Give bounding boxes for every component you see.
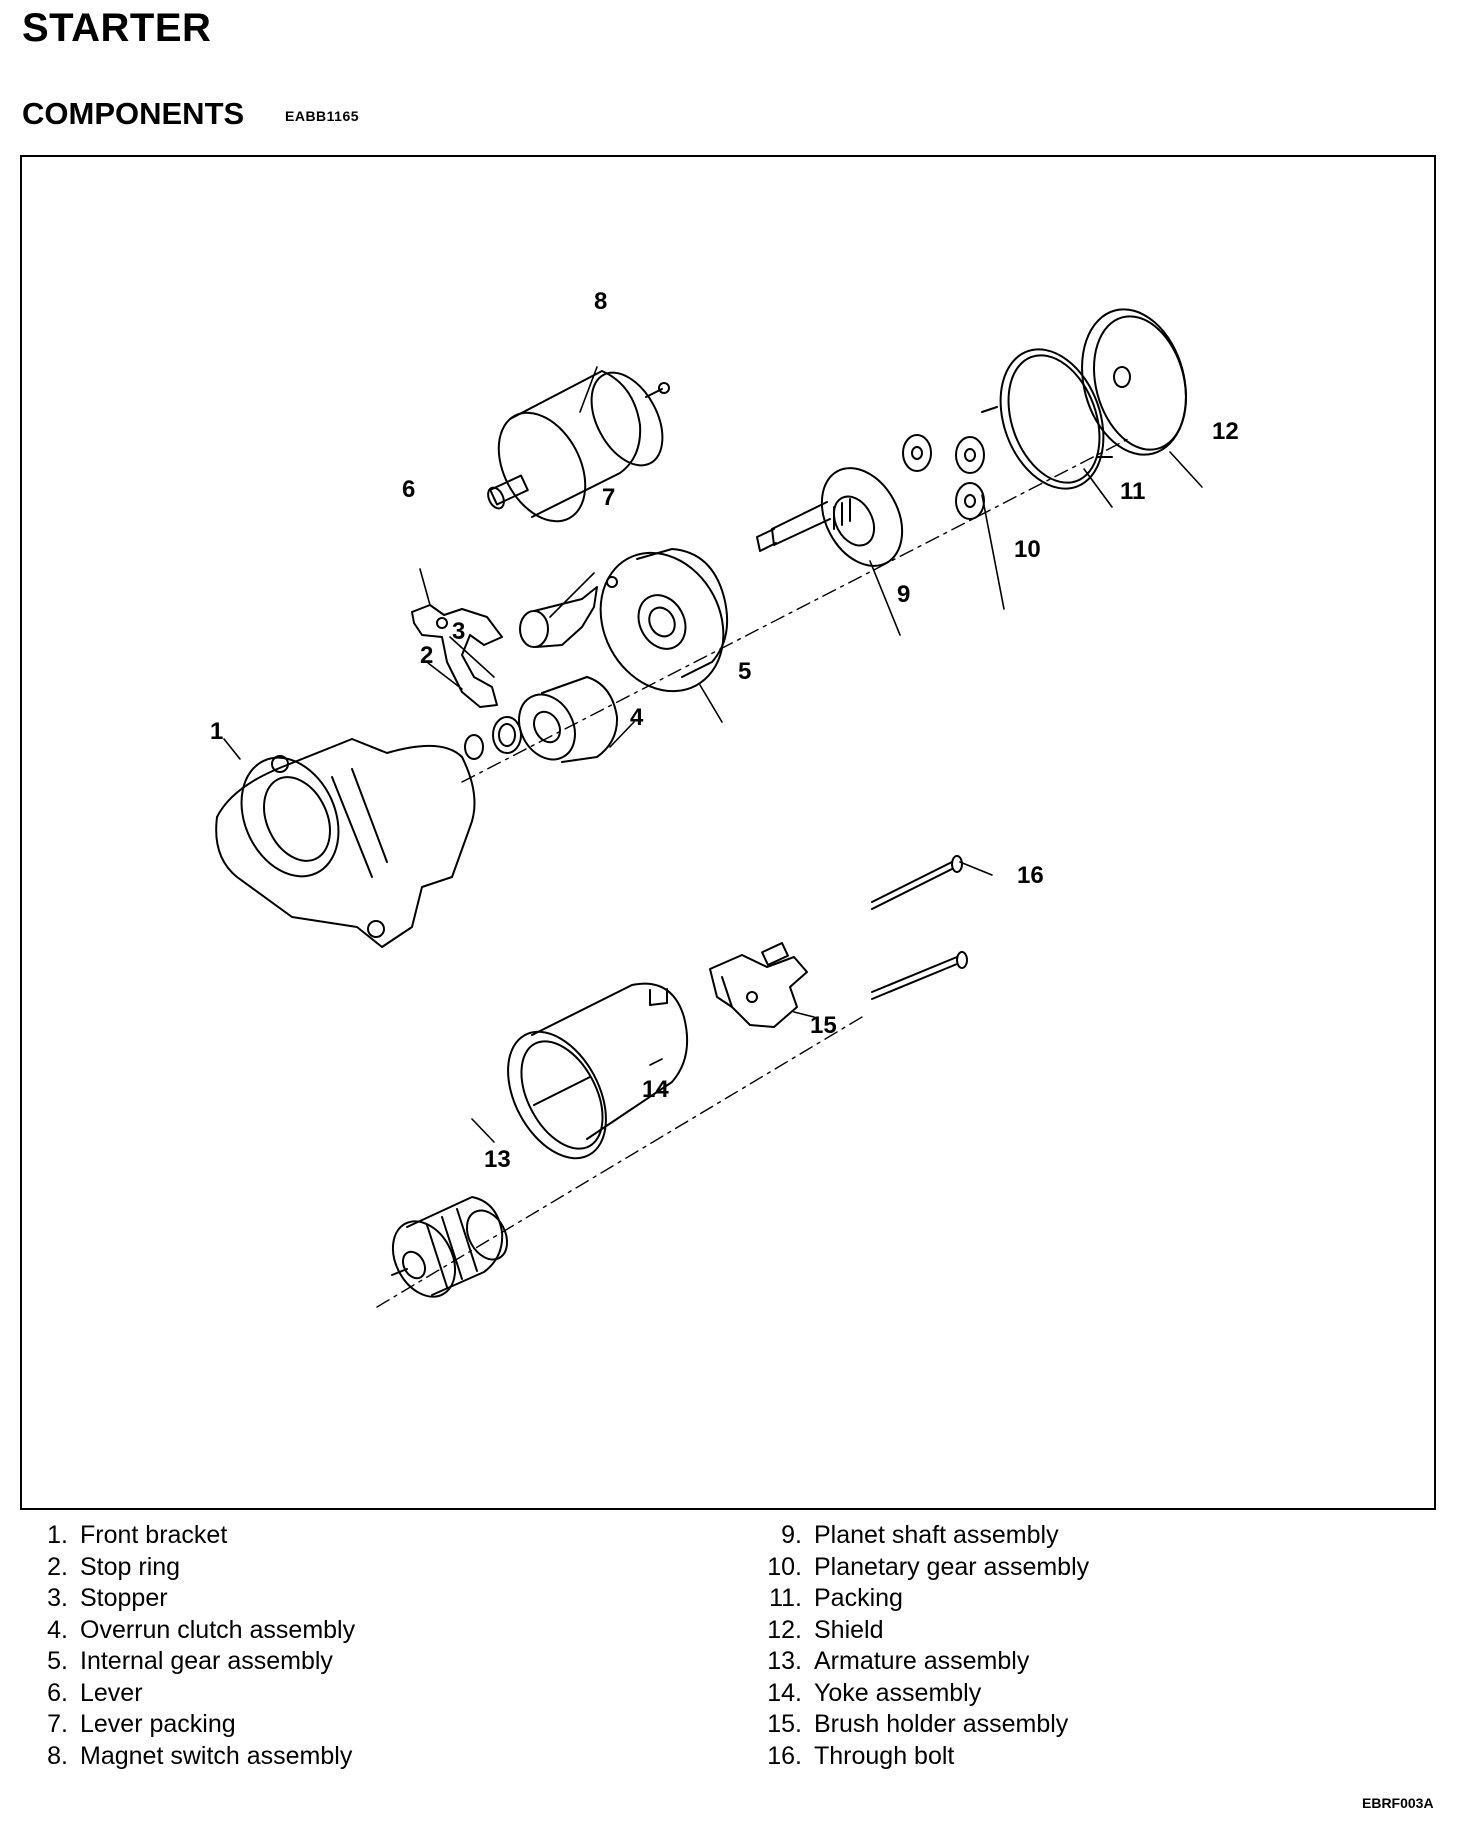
callout-12: 12 [1212,418,1239,445]
assembly-axis-lower [376,1016,863,1308]
legend-item: 9.Planet shaft assembly [781,1521,1059,1549]
callout-1: 1 [210,718,223,745]
parts-legend-left: 1.Front bracket 2.Stop ring 3.Stopper 4.… [20,1520,355,1772]
legend-item: 7.Lever packing [47,1710,236,1738]
legend-item: 4.Overrun clutch assembly [47,1615,356,1644]
callout-8: 8 [594,288,607,315]
front-bracket-part [215,738,476,948]
parts-legend-right: 9.Planet shaft assembly 10.Planetary gea… [738,1520,1089,1772]
legend-item: 6.Lever [47,1678,143,1707]
packing-part [981,348,1113,490]
stopper-part [492,716,522,754]
lever-packing-part [519,586,598,648]
legend-item: 1.Front bracket [47,1521,228,1549]
yoke-part [507,982,689,1160]
shield-part [1081,308,1188,456]
magnet-switch-part [487,370,670,523]
section-heading: COMPONENTS [22,96,245,131]
legend-item: 10.Planetary gear assembly [767,1552,1090,1581]
legend-item: 15.Brush holder assembly [767,1710,1069,1738]
stop-ring-part [464,734,484,760]
through-bolts-part [871,855,968,1000]
assembly-axis-upper [461,436,1133,783]
legend-item: 14.Yoke assembly [767,1678,982,1707]
callout-labels: 8 6 7 9 10 11 12 5 3 2 4 1 16 15 14 13 [210,288,1239,1173]
callout-5: 5 [738,658,751,685]
figure-code: EBRF003A [1362,1795,1434,1811]
callout-10: 10 [1014,536,1041,563]
legend-item: 5.Internal gear assembly [47,1647,333,1675]
section-code: EABB1165 [285,108,360,124]
callout-3: 3 [452,618,465,645]
legend-item: 13.Armature assembly [767,1647,1030,1675]
callout-16: 16 [1017,862,1044,889]
exploded-view-diagram: 8 6 7 9 10 11 12 5 3 2 4 1 16 15 14 13 [20,155,1436,1510]
callout-4: 4 [630,704,644,731]
page-title: STARTER [22,6,212,50]
brush-holder-part [709,942,808,1028]
planetary-gears-part [902,434,985,520]
legend-item: 11.Packing [769,1584,903,1612]
overrun-clutch-part [518,676,619,763]
legend-item: 8.Magnet switch assembly [47,1741,353,1770]
callout-9: 9 [897,581,910,608]
planet-shaft-part [756,467,904,567]
legend-item: 2.Stop ring [47,1552,181,1581]
legend-item: 16.Through bolt [767,1741,955,1770]
callout-11: 11 [1120,478,1145,505]
legend-item: 3.Stopper [47,1584,168,1612]
armature-part [391,1196,509,1298]
legend-item: 12.Shield [767,1615,884,1644]
callout-13: 13 [484,1146,511,1173]
internal-gear-part [599,548,729,693]
leader-lines [223,366,1203,1143]
callout-15: 15 [810,1012,837,1039]
callout-2: 2 [420,642,433,669]
callout-14: 14 [642,1076,669,1103]
lever-part [411,604,503,708]
callout-6: 6 [402,476,415,503]
callout-7: 7 [602,484,615,511]
